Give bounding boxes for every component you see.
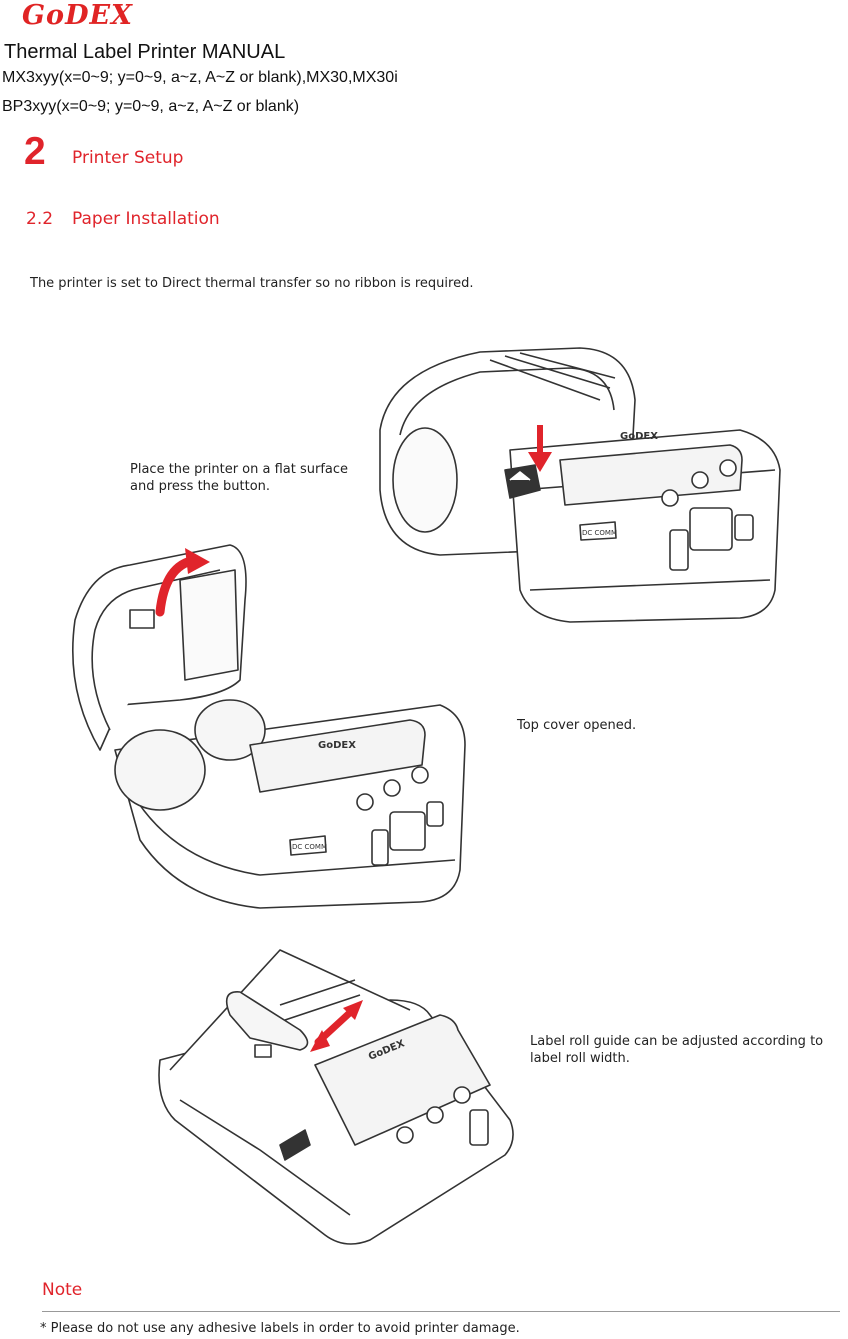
model-line-bp: BP3xyy(x=0~9; y=0~9, a~z, A~Z or blank) <box>2 98 300 115</box>
note-heading: Note <box>42 1280 83 1300</box>
dc-comm-label: DC COMM <box>582 529 617 537</box>
open-cover-arrow-icon <box>155 548 210 617</box>
chapter-title: Printer Setup <box>72 148 184 168</box>
section-number: 2.2 <box>26 209 54 229</box>
note-text: * Please do not use any adhesive labels … <box>40 1321 520 1336</box>
intro-text: The printer is set to Direct thermal tra… <box>30 276 474 291</box>
press-arrow-icon <box>528 425 552 472</box>
step-1-caption-line-1: Place the printer on a flat surface <box>130 462 349 477</box>
printer-open-illustration: DC COMM GoDEX <box>72 544 466 909</box>
godex-logo: GoDEX <box>22 0 134 31</box>
dc-comm-label-open: DC COMM <box>292 843 327 851</box>
step-3-caption-line-1: Label roll guide can be adjusted accordi… <box>530 1034 824 1049</box>
chapter-number: 2 <box>24 130 46 173</box>
manual-title: Thermal Label Printer MANUAL <box>4 41 286 63</box>
device-brand-label-open: GoDEX <box>318 740 356 751</box>
step-3-caption-line-2: label roll width. <box>530 1051 630 1066</box>
step-2-caption: Top cover opened. <box>517 718 637 733</box>
note-divider <box>42 1311 840 1312</box>
printer-guide-illustration: GoDEX <box>158 949 514 1245</box>
section-title: Paper Installation <box>72 209 220 229</box>
step-1-caption-line-2: and press the button. <box>130 479 271 494</box>
printer-closed-illustration: DC COMM GoDEX <box>379 347 781 623</box>
adjust-guide-arrow-icon <box>310 1000 363 1052</box>
model-line-mx: MX3xyy(x=0~9; y=0~9, a~z, A~Z or blank),… <box>2 69 398 86</box>
device-brand-label: GoDEX <box>620 431 658 442</box>
